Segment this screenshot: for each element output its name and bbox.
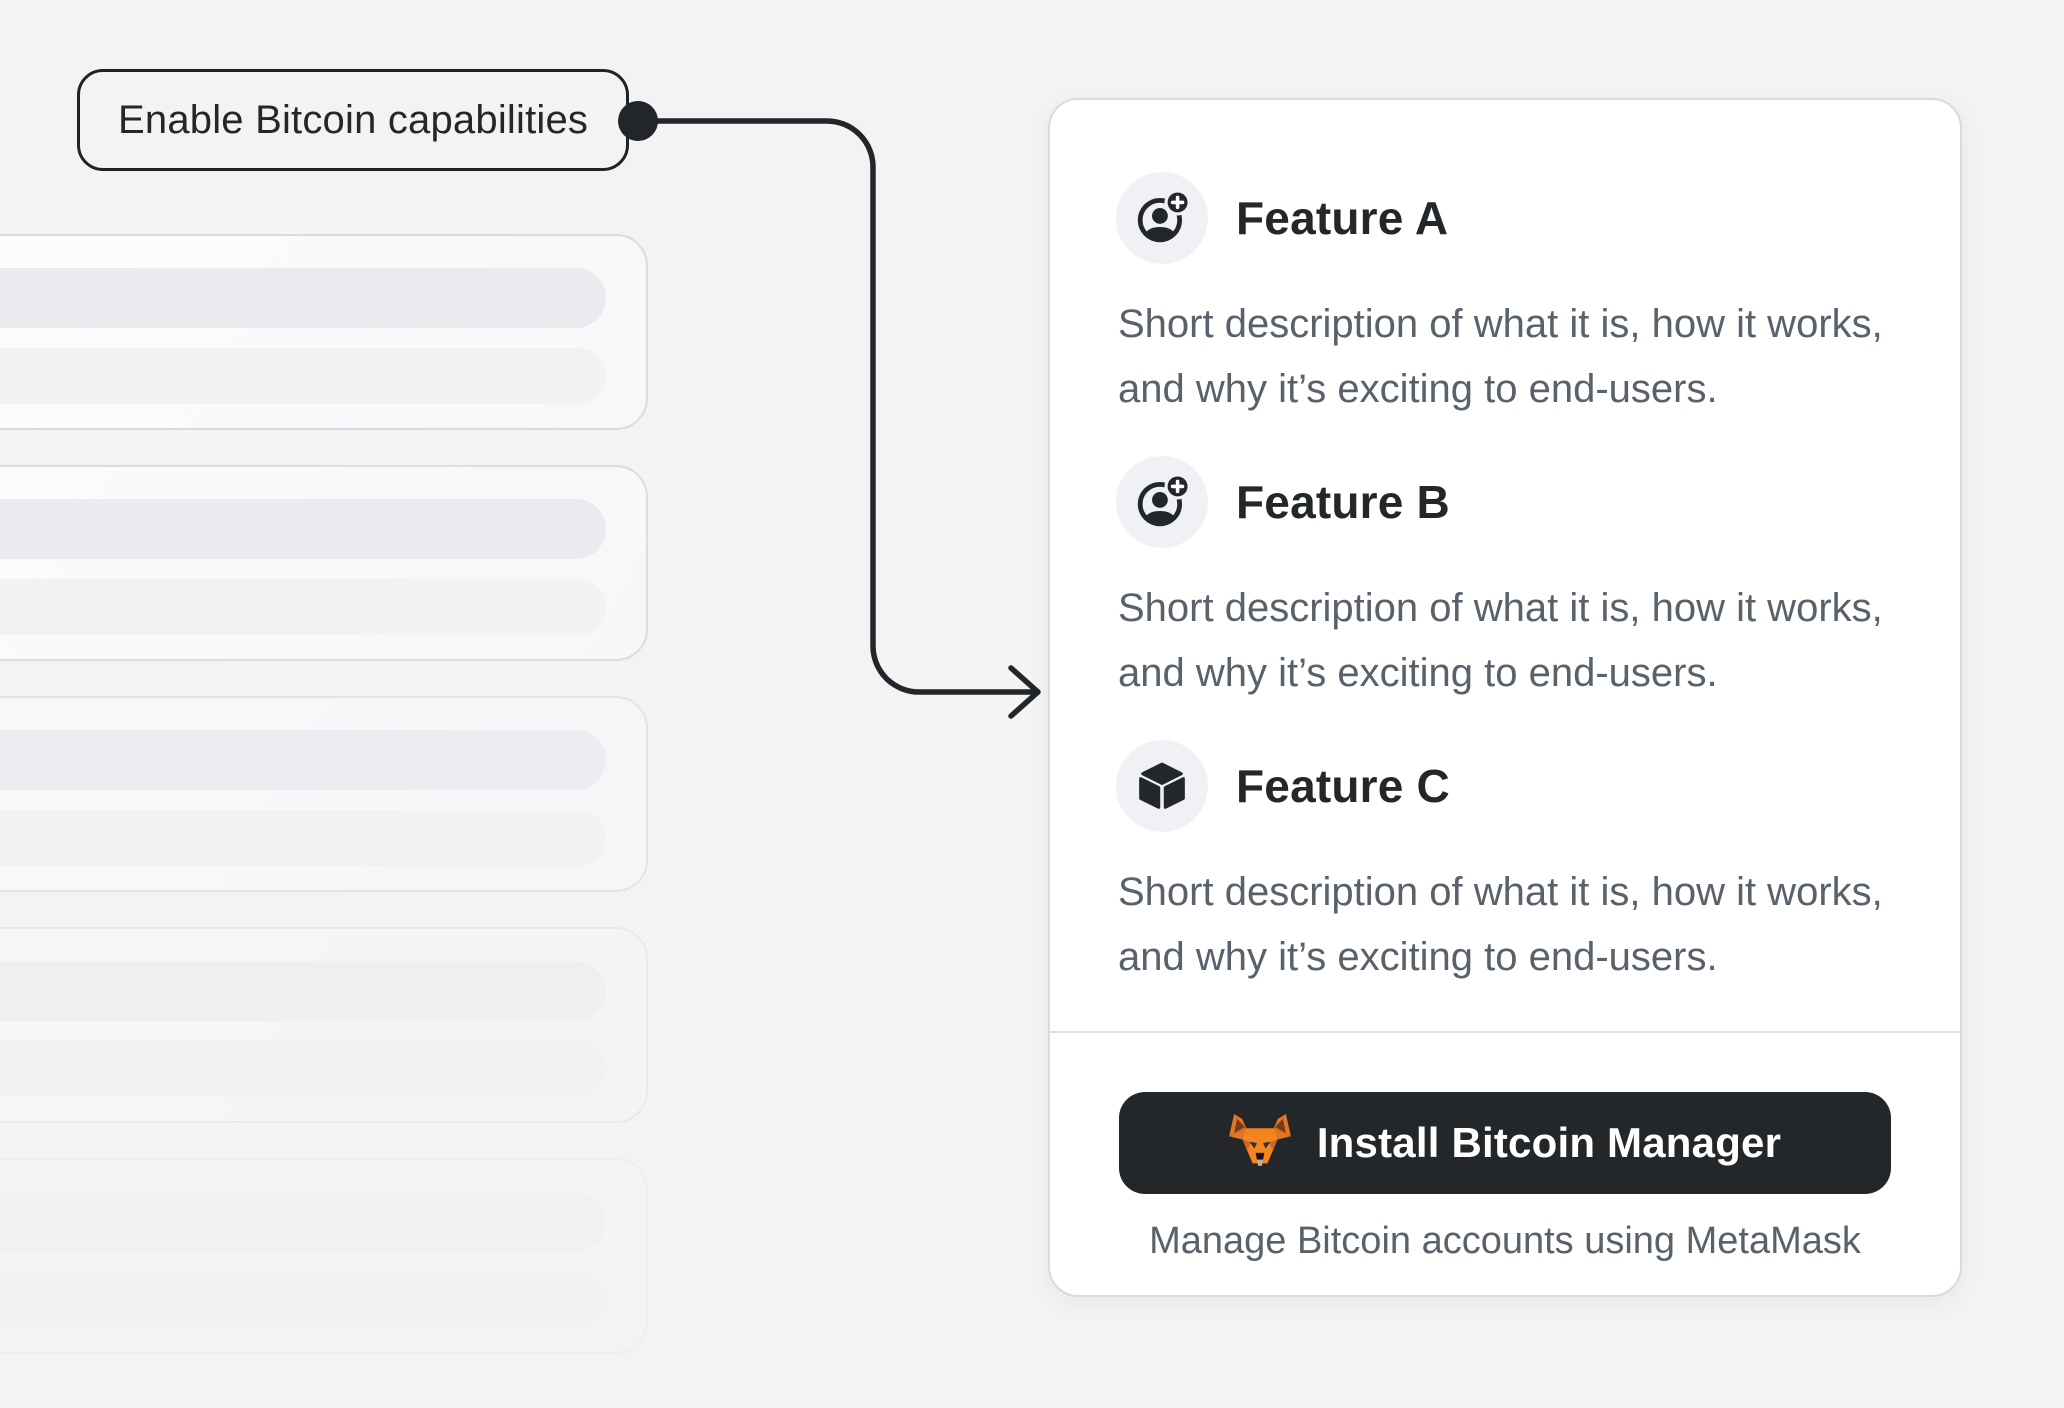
annotation-label-text: Enable Bitcoin capabilities [118,97,589,142]
skeleton-card [0,465,648,661]
skeleton-line [0,1041,606,1097]
feature-header: Feature B [1116,456,1894,548]
cube-icon [1139,762,1185,809]
feature-item-b: Feature B Short description of what it i… [1116,456,1894,706]
install-bitcoin-manager-button[interactable]: Install Bitcoin Manager [1119,1092,1891,1194]
feature-icon-circle [1116,456,1208,548]
feature-header: Feature A [1116,172,1894,264]
feature-description: Short description of what it is, how it … [1118,586,1883,695]
skeleton-line [0,579,606,635]
card-footer: Install Bitcoin Manager Manage Bitcoin a… [1050,1033,1960,1295]
feature-item-a: Feature A Short description of what it i… [1116,172,1894,422]
skeleton-line [0,499,606,559]
skeleton-line [0,1272,606,1328]
feature-title: Feature B [1236,476,1450,528]
feature-icon-circle [1116,740,1208,832]
skeleton-card [0,927,648,1123]
skeleton-card [0,234,648,430]
skeleton-card [0,696,648,892]
card-divider [1050,1031,1960,1033]
skeleton-line [0,810,606,866]
feature-header: Feature C [1116,740,1894,832]
install-caption: Manage Bitcoin accounts using MetaMask [1149,1220,1861,1262]
annotation-label: Enable Bitcoin capabilities [77,69,630,171]
skeleton-line [0,348,606,404]
skeleton-card [0,1158,648,1354]
feature-title: Feature C [1236,760,1450,812]
feature-list: Feature A Short description of what it i… [1050,100,1960,1031]
skeleton-line [0,730,606,790]
metamask-fox-icon [1228,1114,1291,1166]
feature-description: Short description of what it is, how it … [1118,870,1883,979]
feature-card: Feature A Short description of what it i… [1048,98,1962,1297]
skeleton-line [0,1192,606,1252]
feature-item-c: Feature C Short description of what it i… [1116,740,1894,990]
user-add-icon [1137,191,1189,243]
feature-title: Feature A [1236,192,1449,244]
skeleton-line [0,268,606,328]
user-add-icon [1137,475,1189,527]
arrowhead [1008,665,1041,719]
skeleton-line [0,961,606,1021]
feature-icon-circle [1116,172,1208,264]
feature-description: Short description of what it is, how it … [1118,302,1883,411]
install-button-label: Install Bitcoin Manager [1316,1119,1782,1166]
